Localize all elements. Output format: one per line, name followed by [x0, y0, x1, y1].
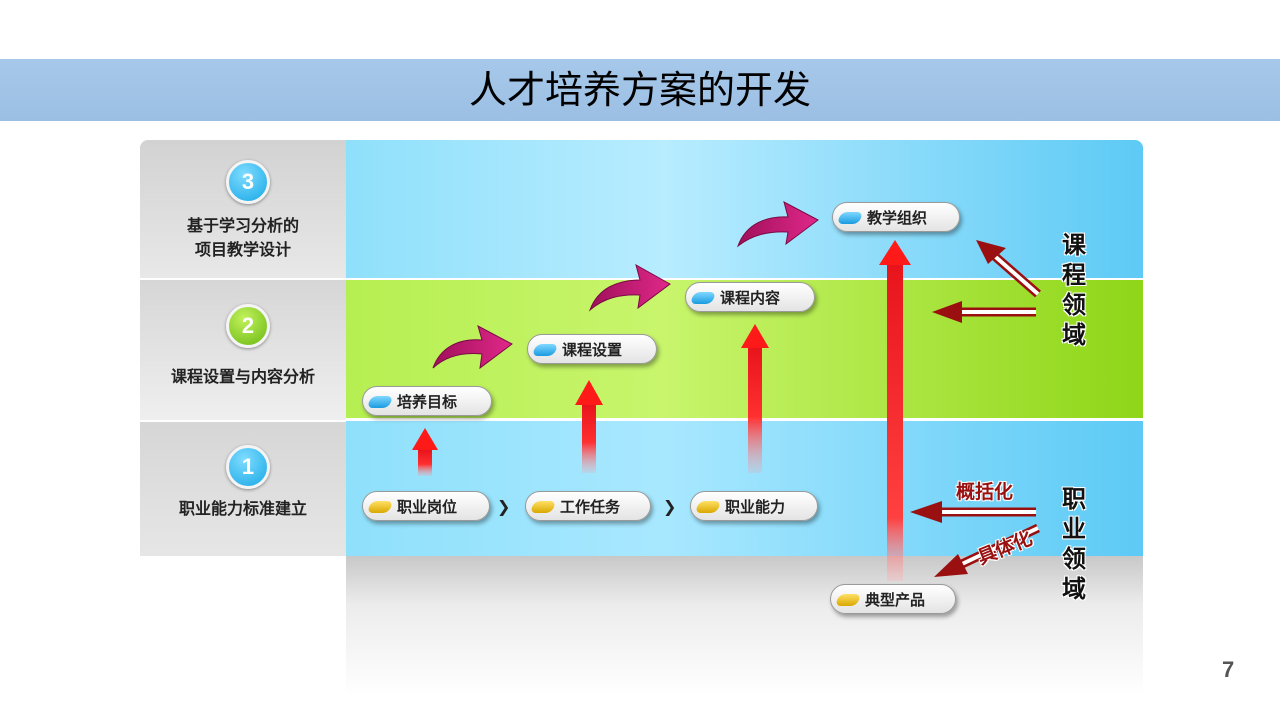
step-3-label-line1: 基于学习分析的 — [186, 216, 299, 235]
band-divider — [346, 418, 1143, 421]
step-1-row — [140, 422, 346, 556]
arrows-layer — [412, 201, 1041, 581]
node-typical-product: 典型产品 — [830, 584, 956, 614]
band-step-1 — [346, 421, 1143, 556]
up-arrow-2 — [575, 380, 603, 473]
chevron-right-icon: ❯ — [663, 497, 677, 516]
band-step-3 — [346, 140, 1143, 278]
step-2-row — [140, 280, 346, 420]
up-arrow-4 — [879, 240, 911, 581]
steps-column: 3 基于学习分析的 项目教学设计 2 课程设置与内容分析 1 职业能力标准建立 — [140, 140, 346, 696]
node-course-content: 课程内容 — [685, 282, 815, 312]
course-domain-arrow-lower — [932, 301, 1036, 323]
title-band: 人才培养方案的开发 — [0, 59, 1280, 121]
empty-row — [140, 556, 346, 696]
node-course-setting: 课程设置 — [527, 334, 657, 364]
step-1-badge: 1 — [226, 445, 270, 489]
page-number: 7 — [1222, 657, 1235, 682]
node-job-position: 职业岗位 — [362, 491, 490, 521]
curved-arrow-2 — [588, 263, 671, 312]
course-domain-label: 课程领域 — [1062, 231, 1086, 349]
up-arrow-3 — [741, 324, 769, 473]
course-domain-arrow-upper — [976, 240, 1041, 298]
slide-title: 人才培养方案的开发 — [468, 68, 811, 112]
step-3-label: 基于学习分析的 项目教学设计 — [140, 214, 346, 262]
step-2-label: 课程设置与内容分析 — [170, 367, 315, 386]
career-domain-label: 职业领域 — [1062, 485, 1086, 603]
career-domain-arrow-generalize — [910, 501, 1036, 523]
node-work-task: 工作任务 — [525, 491, 651, 521]
node-job-ability: 职业能力 — [690, 491, 818, 521]
node-training-goal: 培养目标 — [362, 386, 492, 416]
step-3-label-line2: 项目教学设计 — [194, 240, 291, 259]
curved-arrow-1 — [432, 325, 513, 370]
step-3-badge: 3 — [226, 160, 270, 204]
band-bottom — [346, 556, 1143, 696]
node-teaching-organization: 教学组织 — [832, 202, 960, 232]
development-diagram: 3 基于学习分析的 项目教学设计 2 课程设置与内容分析 1 职业能力标准建立 — [140, 140, 1143, 696]
generalize-label: 概括化 — [956, 481, 1014, 503]
up-arrow-1 — [412, 428, 438, 476]
step-1-label: 职业能力标准建立 — [178, 499, 307, 518]
step-2-badge: 2 — [226, 304, 270, 348]
career-domain-arrow-concretize — [934, 523, 1040, 577]
chevron-right-icon: ❯ — [497, 497, 511, 516]
curved-arrow-3 — [736, 201, 819, 248]
